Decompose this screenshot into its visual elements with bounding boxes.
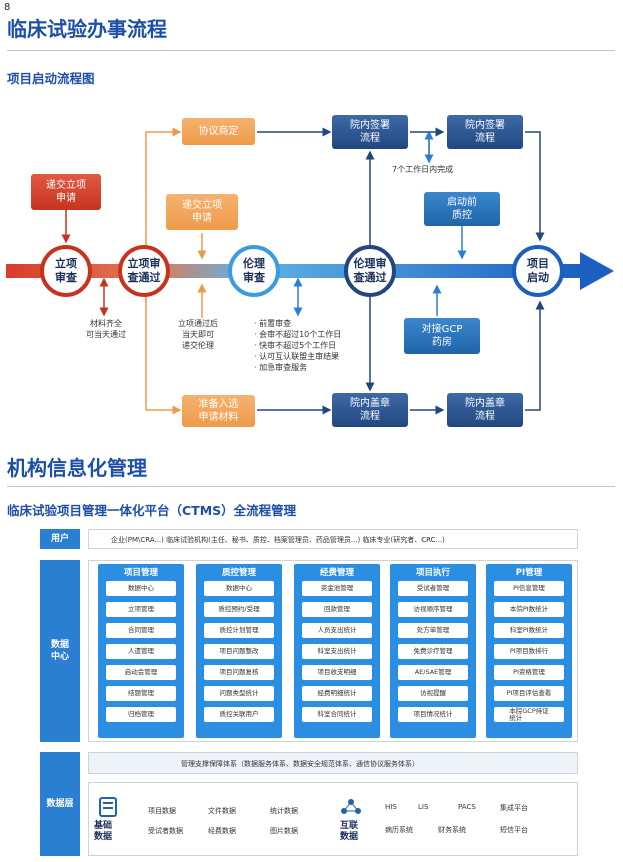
- module-column: 项目执行受试者管理访视顺序管理处方单管理免费诊疗管理 AE/SAE管理访视提醒项目…: [390, 564, 476, 738]
- module-item[interactable]: 回款管理: [302, 602, 372, 617]
- note-ethics-list: · 前置审查 · 会审不超过10个工作日 · 快审不超过5个工作日 · 认可互认…: [254, 319, 342, 372]
- section2-subtitle: 临床试验项目管理一体化平台（CTMS）全流程管理: [7, 503, 297, 518]
- interconnect-data-label: 互联 数据: [340, 821, 359, 842]
- module-title: PI管理: [515, 568, 543, 578]
- section2-title: 机构信息化管理: [7, 456, 147, 480]
- module-item[interactable]: 数据中心: [204, 581, 274, 596]
- section2-divider: [7, 486, 615, 487]
- module-item[interactable]: 经费明细统计: [302, 686, 372, 701]
- module-item[interactable]: 本院PI数统计: [494, 602, 564, 617]
- box-stamp-1: 院内盖章 流程: [332, 393, 408, 427]
- module-item[interactable]: 项目收支明细: [302, 665, 372, 680]
- circle-ethics-review: 伦理 审查: [228, 245, 280, 297]
- box-gcp-pharmacy: 对接GCP 药房: [404, 318, 480, 354]
- module-item[interactable]: 项目问题整改: [204, 644, 274, 659]
- data-layer-label: 数据层: [40, 752, 80, 856]
- support-row: 管理支撑保障体系（数据服务体系、数据安全规范体系、通信协议服务体系）: [88, 752, 578, 774]
- network-icon: [341, 799, 361, 814]
- box-preflight-qc: 启动前 质控: [424, 192, 500, 226]
- interconnect-item: HIS: [385, 803, 397, 811]
- interconnect-item: PACS: [458, 803, 476, 811]
- module-item[interactable]: 数据中心: [106, 581, 176, 596]
- module-item[interactable]: 科室PI数统计: [494, 623, 564, 638]
- module-item[interactable]: 立项管理: [106, 602, 176, 617]
- title-divider: [7, 50, 615, 51]
- module-item[interactable]: PI项目数排行: [494, 644, 564, 659]
- box-negotiation: 协议商定: [182, 118, 255, 145]
- module-item[interactable]: 归档管理: [106, 707, 176, 722]
- interconnect-item: 短信平台: [500, 826, 528, 834]
- box-sign-2: 院内签署 流程: [447, 115, 523, 149]
- module-item[interactable]: 人员支出统计: [302, 623, 372, 638]
- module-item[interactable]: 合同管理: [106, 623, 176, 638]
- module-item[interactable]: 项目问题复核: [204, 665, 274, 680]
- module-item[interactable]: 资金池管理: [302, 581, 372, 596]
- circle-project-approved: 立项审 查通过: [118, 245, 170, 297]
- module-item[interactable]: 受试者管理: [398, 581, 468, 596]
- module-item[interactable]: 科室合同统计: [302, 707, 372, 722]
- box-submit-project: 递交立项 申请: [31, 174, 101, 210]
- module-item[interactable]: 访视顺序管理: [398, 602, 468, 617]
- interconnect-item: 集成平台: [500, 804, 528, 812]
- module-item[interactable]: 启动会管理: [106, 665, 176, 680]
- support-text: 管理支撑保障体系（数据服务体系、数据安全规范体系、通信协议服务体系）: [181, 760, 419, 768]
- module-item[interactable]: 质控关联用户: [204, 707, 274, 722]
- note-materials: 材料齐全 可当天通过: [86, 319, 126, 339]
- module-item[interactable]: 质控预约/受理: [204, 602, 274, 617]
- module-title: 项目管理: [123, 568, 158, 578]
- base-item: 文件数据: [208, 807, 236, 815]
- main-flow-band: [6, 264, 582, 278]
- module-column: 质控管理数据中心质控预约/受理质控计划管理项目问题整改项目问题复核问题类型统计质…: [196, 564, 282, 738]
- interconnect-item: LIS: [418, 803, 429, 811]
- box-submit-project-2: 递交立项 申请: [166, 194, 238, 230]
- module-column: PI管理 PI信息管理本院PI数统计科室PI数统计 PI项目数排行 PI资格管理 PI项…: [486, 564, 572, 738]
- data-center-label: 数据 中心: [40, 560, 80, 742]
- interconnect-item: 财务系统: [438, 826, 466, 834]
- base-item: 图片数据: [270, 827, 298, 835]
- base-item: 受试者数据: [148, 827, 183, 835]
- section1-subtitle: 项目启动流程图: [7, 71, 95, 86]
- database-icon: [99, 797, 117, 817]
- user-text: 企业(PM\CRA...) 临床试验机构(主任、秘书、质控、档案管理员、药品管理…: [111, 536, 445, 544]
- page-number: 8: [4, 2, 11, 13]
- circle-ethics-approved: 伦理审 查通过: [344, 245, 396, 297]
- module-item[interactable]: 访视提醒: [398, 686, 468, 701]
- data-layer-panel: [88, 782, 578, 856]
- module-item[interactable]: 问题类型统计: [204, 686, 274, 701]
- page-title: 临床试验办事流程: [7, 17, 167, 41]
- module-item[interactable]: 质控计划管理: [204, 623, 274, 638]
- base-item: 项目数据: [148, 807, 176, 815]
- circle-project-start: 项目 启动: [512, 245, 564, 297]
- box-sign-1: 院内签署 流程: [332, 115, 408, 149]
- base-data-label: 基础 数据: [94, 821, 113, 842]
- module-item[interactable]: 结题管理: [106, 686, 176, 701]
- interconnect-item: 病历系统: [385, 826, 413, 834]
- module-item[interactable]: 项目情况统计: [398, 707, 468, 722]
- module-item[interactable]: 科室支出统计: [302, 644, 372, 659]
- module-item[interactable]: 人遗管理: [106, 644, 176, 659]
- box-stamp-2: 院内盖章 流程: [447, 393, 523, 427]
- module-item[interactable]: 本院GCP持证 统计: [494, 707, 564, 722]
- module-title: 项目执行: [415, 568, 450, 578]
- module-column: 项目管理数据中心立项管理合同管理人遗管理启动会管理结题管理归档管理: [98, 564, 184, 738]
- module-item[interactable]: PI信息管理: [494, 581, 564, 596]
- module-title: 经费管理: [319, 568, 354, 578]
- module-title: 质控管理: [221, 568, 256, 578]
- module-item[interactable]: PI项目评估查看: [494, 686, 564, 701]
- user-row: 企业(PM\CRA...) 临床试验机构(主任、秘书、质控、档案管理员、药品管理…: [88, 529, 578, 549]
- note-same-day: 立项通过后 当天即可 递交伦理: [178, 319, 218, 350]
- user-label: 用户: [40, 529, 80, 549]
- circle-project-review: 立项 审查: [40, 245, 92, 297]
- module-item[interactable]: PI资格管理: [494, 665, 564, 680]
- base-item: 统计数据: [270, 807, 298, 815]
- main-flow-arrowhead: [580, 252, 614, 290]
- note-seven-days: 7个工作日内完成: [392, 165, 454, 174]
- box-prepare-materials: 准备入选 申请材料: [182, 395, 255, 427]
- module-item[interactable]: AE/SAE管理: [398, 665, 468, 680]
- base-item: 经费数据: [208, 827, 236, 835]
- module-item[interactable]: 处方单管理: [398, 623, 468, 638]
- module-column: 经费管理资金池管理回款管理人员支出统计科室支出统计项目收支明细经费明细统计科室合…: [294, 564, 380, 738]
- module-item[interactable]: 免费诊疗管理: [398, 644, 468, 659]
